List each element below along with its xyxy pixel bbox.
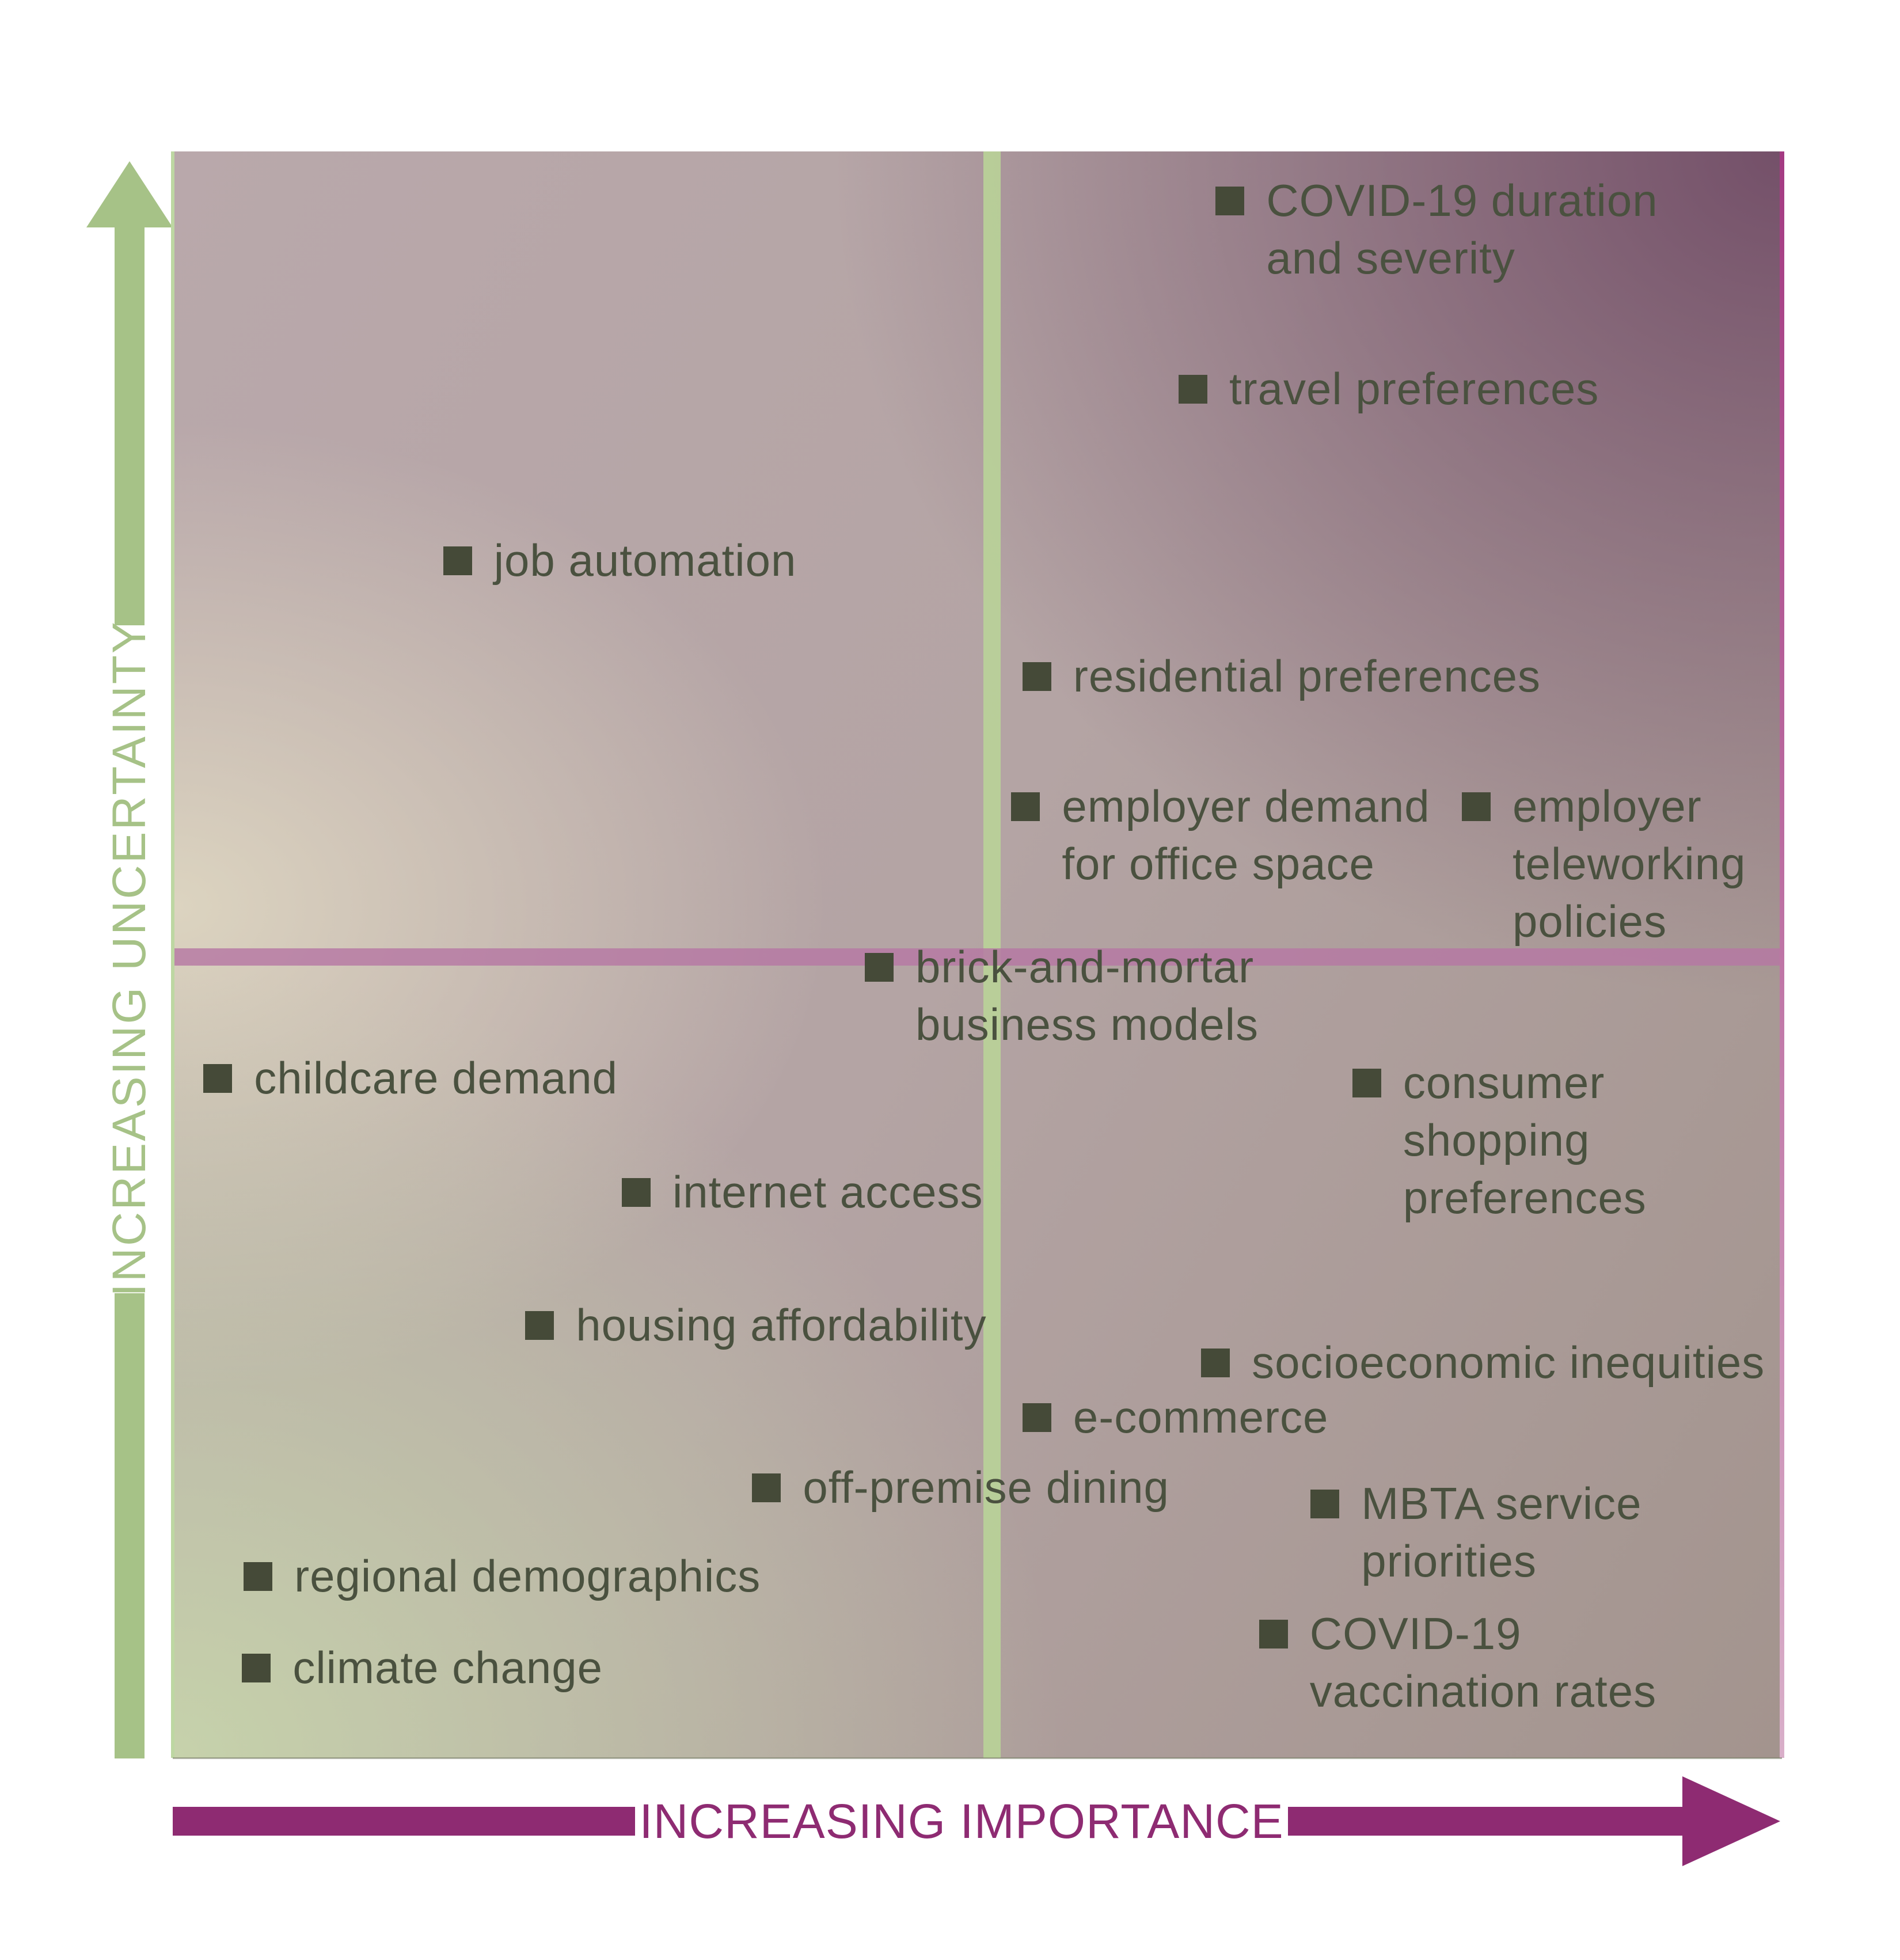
square-marker-icon [621,1177,651,1207]
square-marker-icon [1179,374,1208,404]
chart-point: off-premise dining [752,1458,1169,1516]
chart-point: socioeconomic inequities [1201,1334,1765,1391]
square-marker-icon [1022,1403,1051,1432]
square-marker-icon [1352,1069,1381,1098]
chart-point-label: travel preferences [1229,363,1599,414]
chart-point: job automation [443,531,797,589]
chart-point-label: regional demographics [294,1550,761,1601]
right-arrowhead-icon [1682,1776,1780,1866]
square-marker-icon [242,1653,271,1682]
square-marker-icon [1310,1490,1340,1519]
square-marker-icon [1201,1348,1230,1377]
chart-point-label: socioeconomic inequities [1252,1336,1765,1388]
horizontal-center-line [173,948,1782,966]
chart-point: internet access [621,1163,983,1221]
chart-point-label: off-premise dining [803,1462,1169,1513]
chart-point-label: internet access [672,1166,983,1217]
chart-point-label: climate change [292,1642,603,1693]
chart-point: e-commerce [1022,1388,1329,1446]
chart-point: childcare demand [203,1049,618,1107]
chart-point: climate change [242,1639,603,1696]
square-marker-icon [752,1473,781,1503]
plot-left-border [171,151,174,1758]
up-arrowhead-icon [86,161,173,227]
square-marker-icon [1022,662,1051,692]
chart-point: regional demographics [244,1547,761,1605]
chart-point: residential preferences [1022,647,1541,705]
square-marker-icon [525,1311,554,1340]
square-marker-icon [244,1562,273,1591]
y-axis-label: INCREASING UNCERTAINTY [103,620,155,1297]
square-marker-icon [1461,792,1491,822]
chart-point-label: job automation [493,535,797,586]
square-marker-icon [1011,792,1040,822]
chart-point-label: housing affordability [576,1300,987,1351]
x-axis-bar-right [1288,1807,1684,1836]
chart-point-label: residential preferences [1073,651,1541,702]
y-axis-bar-top [115,226,145,625]
chart-point-label: e-commerce [1073,1391,1329,1442]
x-axis-bar-left [173,1807,635,1836]
y-axis-bar-bottom [115,1293,145,1758]
square-marker-icon [1215,187,1245,216]
chart-point: housing affordability [525,1296,986,1354]
x-axis-label: INCREASING IMPORTANCE [639,1794,1284,1848]
plot-bottom-border [173,1757,1782,1759]
plot-right-border [1780,151,1784,1758]
square-marker-icon [443,546,472,576]
chart-point: travel preferences [1179,360,1599,417]
square-marker-icon [1259,1620,1288,1649]
chart-point-label: childcare demand [254,1052,618,1103]
square-marker-icon [865,953,894,982]
square-marker-icon [203,1063,233,1093]
